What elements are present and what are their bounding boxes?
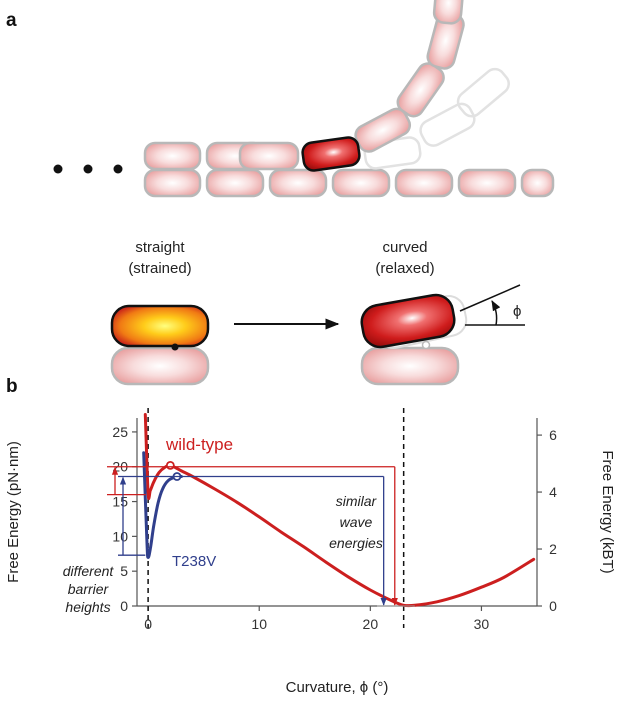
wild-type-peak-marker	[165, 460, 175, 470]
y-tick-label-right: 4	[549, 484, 557, 500]
series-line-t238v	[142, 451, 183, 559]
x-tick-label: 30	[474, 616, 490, 632]
energy-plot: 010203005101520250246	[107, 408, 557, 632]
wave-note-line2: wave	[340, 514, 373, 530]
straight-dimer	[110, 304, 210, 386]
y-tick-label-left: 0	[120, 598, 128, 614]
y-tick-label-right: 0	[549, 598, 557, 614]
bottom-subunit-row	[143, 168, 555, 198]
highlighted-subunit	[301, 136, 361, 172]
y-tick-label-left: 15	[112, 494, 128, 510]
y-tick-label-right: 2	[549, 541, 557, 557]
y-tick-label-left: 10	[112, 528, 128, 544]
y-axis-title-left: Free Energy (pN·nm)	[5, 441, 22, 583]
y-tick-label-left: 25	[112, 424, 128, 440]
panel-a: a	[6, 0, 555, 386]
plot-annotations	[107, 460, 415, 607]
barrier-note-line2: barrier	[68, 581, 110, 597]
relaxed-label: (relaxed)	[375, 260, 434, 277]
barrier-note-line1: different	[63, 563, 115, 579]
wave-note-line1: similar	[336, 493, 378, 509]
y-tick-label-right: 6	[549, 427, 557, 443]
series-line-wild-type	[143, 413, 536, 608]
panel-a-letter: a	[6, 10, 17, 31]
curved-label: curved	[382, 239, 427, 256]
angle-symbol: ϕ	[513, 303, 521, 320]
continuation-dots	[53, 164, 123, 174]
t238v-label: T238V	[172, 553, 216, 570]
x-tick-label: 20	[363, 616, 379, 632]
panel-b-letter: b	[6, 376, 18, 397]
strained-label: (strained)	[128, 260, 191, 277]
y-axis-title-right: Free Energy (kBT)	[599, 450, 616, 573]
plot-axes: 010203005101520250246	[112, 418, 557, 632]
straight-label: straight	[135, 239, 185, 256]
angle-indicator	[459, 284, 525, 326]
wild-type-label: wild-type	[165, 435, 233, 454]
panel-b: b 010203005101520250246 Free Energy (pN·…	[5, 376, 616, 696]
curved-dimer	[360, 293, 468, 386]
wave-note-line3: energies	[329, 535, 383, 551]
plot-curves	[142, 413, 536, 608]
barrier-note-line3: heights	[65, 599, 110, 615]
x-tick-label: 10	[251, 616, 267, 632]
plot-guides	[147, 408, 405, 628]
curved-protofilament	[354, 0, 465, 153]
x-axis-title: Curvature, ϕ (°)	[286, 679, 389, 696]
y-tick-label-left: 5	[120, 563, 128, 579]
